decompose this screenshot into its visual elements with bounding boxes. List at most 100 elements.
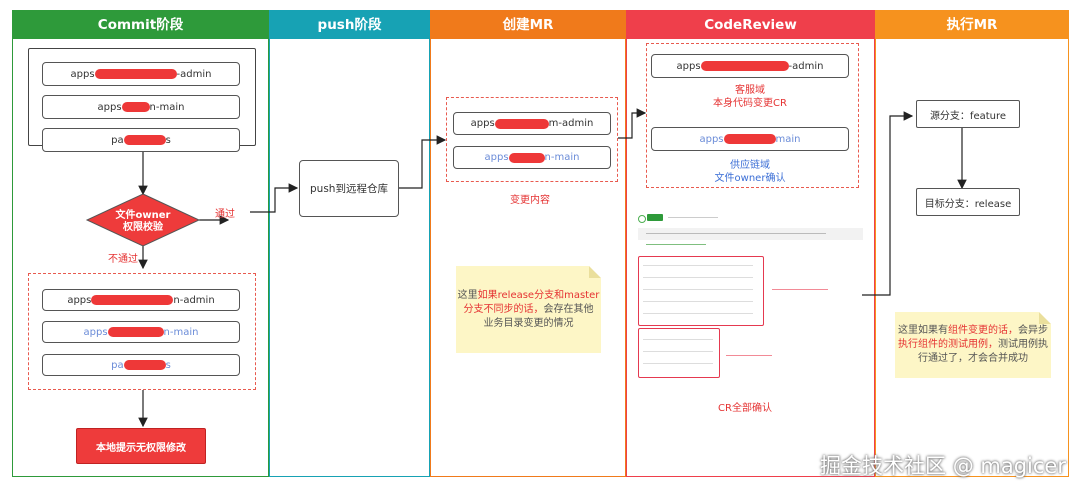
repo-suffix: s bbox=[165, 359, 171, 371]
watermark: 掘金技术社区 @ magicer bbox=[820, 454, 1066, 478]
repo-suffix: n-main bbox=[544, 152, 580, 163]
lane-commit: Commit阶段 bbox=[12, 10, 269, 477]
note-rest: 业务目录变更的情况 bbox=[483, 317, 574, 329]
cr-repo-admin: apps -admin bbox=[651, 54, 849, 78]
lane-exec-mr-title: 执行MR bbox=[876, 11, 1068, 39]
note-rest: 会存在其他 bbox=[543, 303, 594, 315]
pass-label: 通过 bbox=[215, 209, 235, 220]
repo-prefix: apps bbox=[699, 133, 724, 145]
commit-bottom-repo-main: apps n-main bbox=[42, 321, 240, 343]
text-line bbox=[646, 233, 826, 234]
redaction-mark bbox=[123, 360, 166, 370]
repo-prefix: apps bbox=[83, 326, 108, 338]
table-row bbox=[643, 313, 753, 314]
redaction-mark bbox=[107, 327, 164, 337]
merge-button bbox=[647, 214, 663, 221]
source-branch-box: 源分支：feature bbox=[916, 100, 1020, 128]
cr-all-confirmed: CR全部确认 bbox=[718, 403, 772, 414]
note-rest: 测试用例执 bbox=[998, 339, 1048, 350]
decision-diamond bbox=[85, 193, 201, 247]
table-row bbox=[643, 363, 713, 364]
note-fold bbox=[1039, 312, 1051, 324]
lane-code-review-title: CodeReview bbox=[627, 11, 874, 39]
lane-push-title: push阶段 bbox=[270, 11, 429, 39]
repo-prefix: apps bbox=[676, 60, 701, 72]
caption-line2: 本身代码变更CR bbox=[713, 98, 787, 109]
text-line bbox=[668, 217, 718, 218]
repo-suffix: -admin bbox=[176, 68, 212, 80]
mr-note-text: 这里如果release分支和master 分支不同步的话，会存在其他 业务目录变… bbox=[458, 289, 600, 331]
table-row bbox=[643, 301, 753, 302]
table-row bbox=[643, 289, 753, 290]
repo-prefix: apps bbox=[470, 118, 495, 129]
note-highlight: 组件变更的话， bbox=[948, 325, 1018, 336]
redaction-mark bbox=[121, 102, 150, 112]
repo-suffix: -admin bbox=[788, 60, 824, 72]
commit-bottom-group bbox=[28, 273, 256, 390]
exec-sticky-note: 这里如果有组件变更的话，会异步 执行组件的测试用例，测试用例执 行通过了，才会合… bbox=[895, 312, 1051, 378]
mr-repo-main: apps n-main bbox=[453, 146, 611, 169]
note-fold bbox=[589, 266, 601, 278]
mr-change-caption: 变更内容 bbox=[510, 195, 550, 206]
repo-prefix: pa bbox=[111, 134, 124, 146]
lane-create-mr: 创建MR bbox=[430, 10, 626, 477]
table-row bbox=[643, 351, 713, 352]
review-screenshot bbox=[638, 212, 863, 382]
table-row bbox=[643, 277, 753, 278]
cr-review-group bbox=[646, 43, 859, 188]
repo-prefix: apps bbox=[67, 294, 92, 306]
mr-repo-admin: apps m-admin bbox=[453, 112, 611, 135]
merge-badge bbox=[638, 215, 646, 223]
note-highlight: 分支不同步的话， bbox=[463, 303, 544, 315]
owner-table-2 bbox=[638, 328, 720, 378]
repo-prefix: apps bbox=[484, 152, 509, 163]
repo-suffix: n-admin bbox=[173, 294, 215, 306]
caption-line1: 客服域 bbox=[735, 85, 765, 96]
commit-bottom-repo-pa: pa s bbox=[42, 354, 240, 376]
caption-line2: 文件owner确认 bbox=[714, 173, 786, 184]
lane-commit-title: Commit阶段 bbox=[13, 11, 268, 39]
repo-suffix: s bbox=[165, 134, 171, 146]
commit-repo-main: apps n-main bbox=[42, 95, 240, 119]
redaction-mark bbox=[508, 152, 545, 163]
repo-suffix: m-admin bbox=[548, 118, 594, 129]
repo-prefix: apps bbox=[70, 68, 95, 80]
redaction-mark bbox=[494, 118, 549, 129]
cr-caption-2: 供应链域 文件owner确认 bbox=[680, 159, 820, 185]
commit-bottom-repo-admin: apps n-admin bbox=[42, 289, 240, 311]
note-pre: 这里如果有 bbox=[898, 325, 948, 336]
repo-suffix: n-main bbox=[149, 101, 185, 113]
table-row bbox=[643, 339, 713, 340]
lane-exec-mr: 执行MR bbox=[875, 10, 1069, 477]
note-highlight: 如果release分支和master bbox=[477, 289, 600, 301]
note-pre: 这里 bbox=[457, 289, 478, 301]
redaction-mark bbox=[723, 134, 776, 144]
caption-line1: 供应链域 bbox=[730, 160, 770, 171]
cr-repo-main: apps main bbox=[651, 127, 849, 151]
note-highlight: 执行组件的测试用例， bbox=[898, 339, 998, 350]
mr-sticky-note: 这里如果release分支和master 分支不同步的话，会存在其他 业务目录变… bbox=[456, 266, 601, 353]
lane-push: push阶段 bbox=[269, 10, 430, 477]
note-rest: 会异步 bbox=[1018, 325, 1048, 336]
redaction-mark bbox=[123, 135, 166, 145]
push-remote-box: push到远程仓库 bbox=[299, 160, 399, 217]
owner-note-2 bbox=[726, 355, 772, 356]
lane-create-mr-title: 创建MR bbox=[431, 11, 625, 39]
exec-note-text: 这里如果有组件变更的话，会异步 执行组件的测试用例，测试用例执 行通过了，才会合… bbox=[898, 324, 1048, 366]
redaction-mark bbox=[91, 295, 174, 305]
repo-suffix: main bbox=[775, 133, 801, 145]
commit-repo-pa: pa s bbox=[42, 128, 240, 152]
cr-caption-1: 客服域 本身代码变更CR bbox=[680, 84, 820, 110]
repo-prefix: apps bbox=[97, 101, 122, 113]
fail-label: 不通过 bbox=[108, 254, 138, 265]
mr-change-group bbox=[446, 97, 618, 182]
owner-note-1 bbox=[772, 289, 828, 290]
status-strip bbox=[638, 228, 863, 240]
commit-repo-admin: apps -admin bbox=[42, 62, 240, 86]
no-permission-result: 本地提示无权限修改 bbox=[76, 428, 206, 464]
owner-table-1 bbox=[638, 256, 764, 326]
decision-line1: 文件owner bbox=[115, 210, 171, 221]
repo-suffix: n-main bbox=[163, 326, 199, 338]
repo-prefix: pa bbox=[111, 359, 124, 371]
